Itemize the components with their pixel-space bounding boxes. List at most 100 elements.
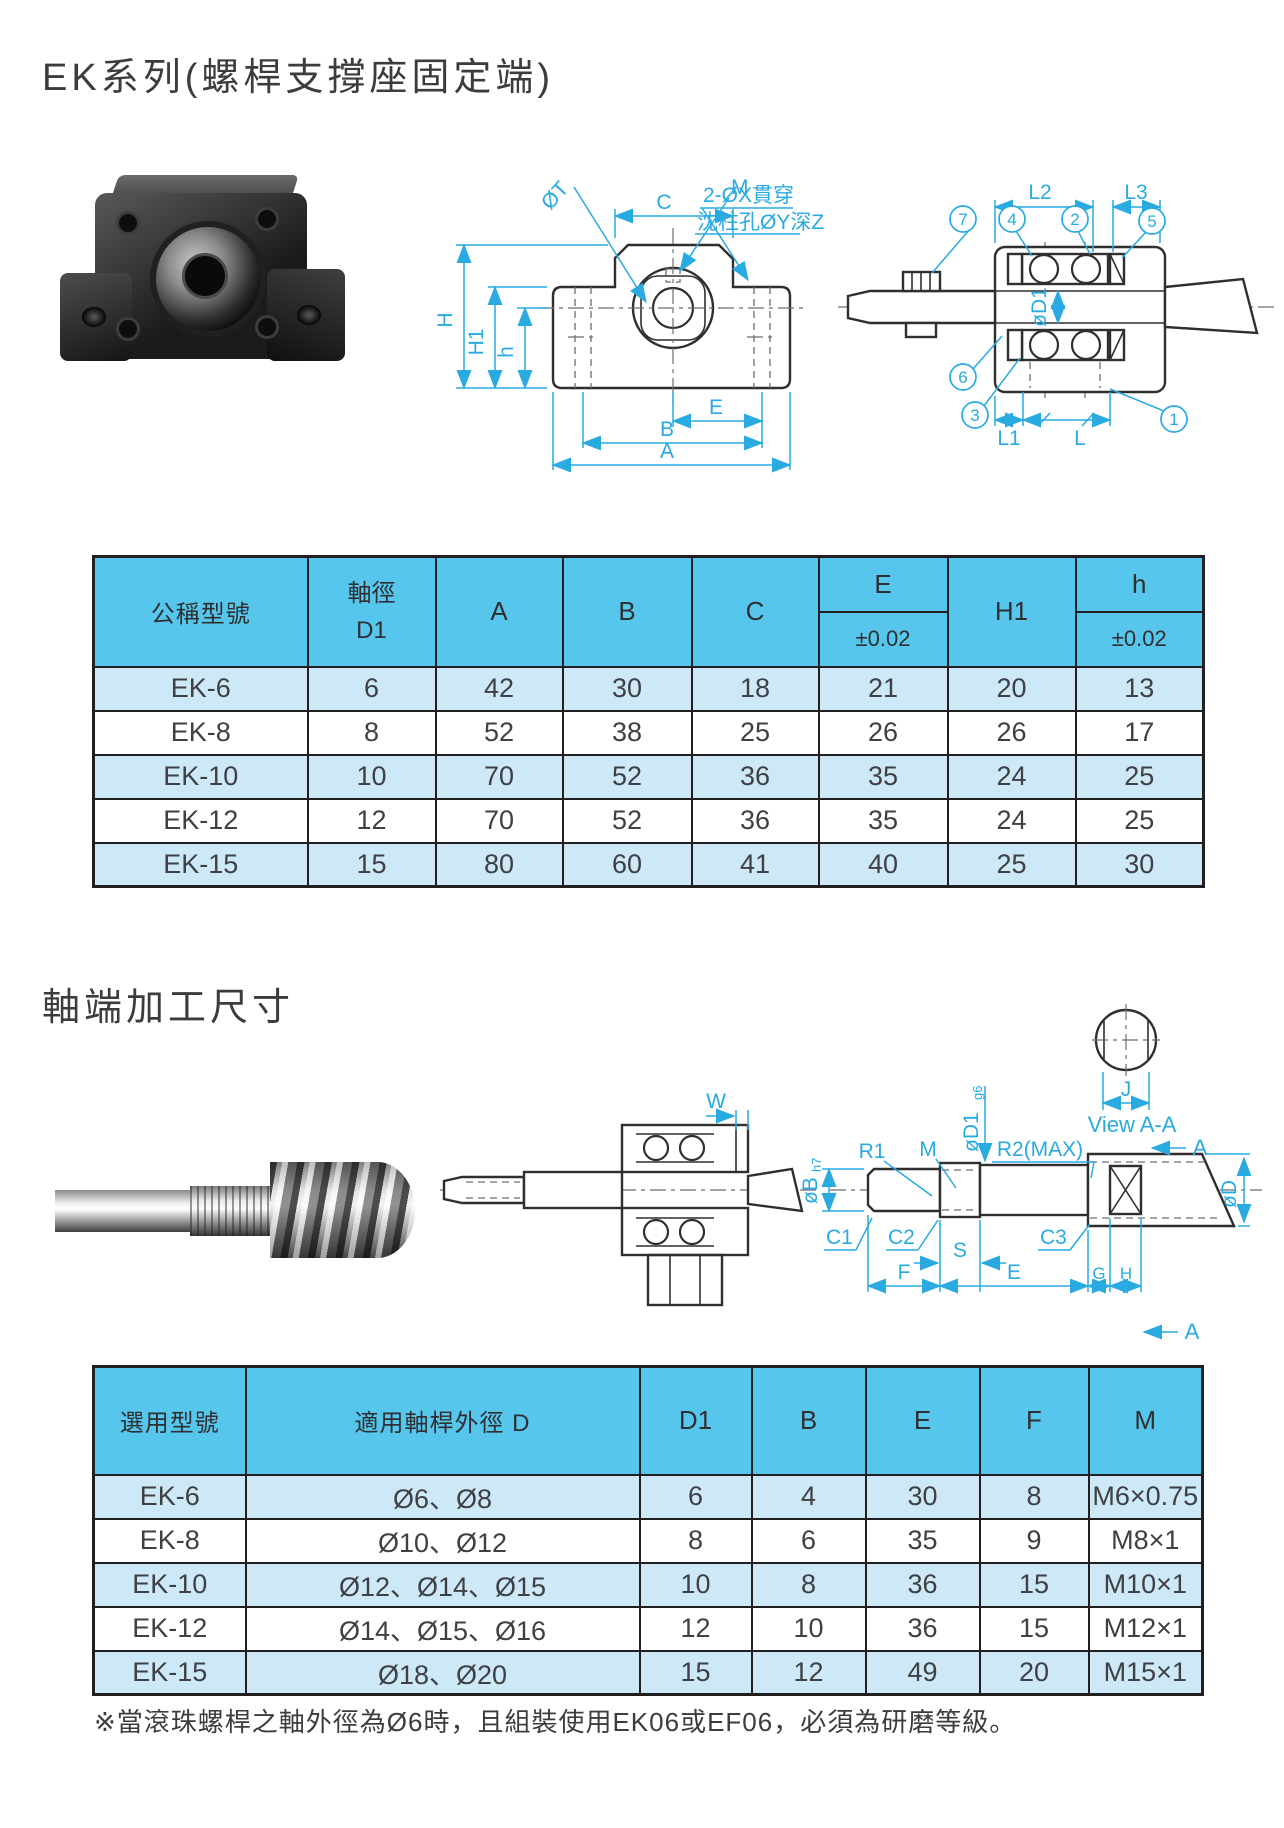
t1-cell: 52 [561,753,693,800]
t2-header-shaft-od: 適用軸桿外徑 D [244,1365,641,1476]
dim-C1: C1 [826,1226,853,1249]
fixed-end-drawings: C M ØT H H1 h E B [434,176,1276,473]
dim-L2: L2 [1028,181,1051,204]
fixed-end-dimension-table: 公稱型號 軸徑 D1 A B C E H1 h ±0.02 ±0.02 EK-6… [92,555,1205,888]
t1-cell: 24 [946,753,1077,800]
t2-cell: 15 [638,1649,753,1696]
screw-hole [255,315,279,339]
bearing-ball [1028,329,1060,361]
section-M-thread [938,1161,982,1219]
screw-hole [116,317,140,341]
t1-cell: 8 [306,709,437,756]
dim-C3: C3 [1040,1226,1067,1249]
t2-cell: 6 [638,1473,753,1520]
t2-cell: 15 [978,1605,1090,1652]
dim-D1-dia: øD1 [960,1112,983,1152]
flange-section [646,1253,724,1307]
dim-H1: H1 [465,329,488,356]
dim-C2: C2 [888,1226,915,1249]
t2-cell: 9 [978,1517,1090,1564]
t1-cell: 10 [306,753,437,800]
t1-cell: 60 [561,841,693,888]
t1-header-h: h [1074,555,1205,613]
t2-cell: M10×1 [1087,1561,1204,1608]
t2-cell: Ø6、Ø8 [244,1473,641,1520]
t2-cell: Ø18、Ø20 [244,1649,641,1696]
dim-H: H [1120,1264,1132,1283]
t2-cell: 4 [750,1473,867,1520]
t1-cell: 25 [690,709,820,756]
t2-cell: 8 [978,1473,1090,1520]
assembly-section-drawing: W [440,1090,820,1307]
t1-cell: 12 [306,797,437,844]
t2-cell: EK-6 [92,1473,247,1520]
dim-D1: øD1 [1028,287,1051,327]
t2-header-F: F [978,1365,1090,1476]
t1-cell: 30 [1074,841,1205,888]
bearing-ball [678,1134,706,1162]
screw-hole [116,211,140,235]
dim-M: M [919,1138,937,1161]
t2-cell: EK-8 [92,1517,247,1564]
t1-header-E: E [817,555,949,613]
svg-text:3: 3 [970,406,979,425]
view-aa-label: View A-A [1088,1112,1177,1137]
t1-cell: 35 [817,753,949,800]
t1-header-model: 公稱型號 [92,555,309,668]
callout-7: 7 [931,205,977,274]
t1-cell: 41 [690,841,820,888]
t1-cell: 26 [817,709,949,756]
dim-B: B [660,418,674,441]
callout-6: 6 [949,335,1003,391]
t2-cell: 8 [750,1561,867,1608]
t1-cell: EK-6 [92,665,309,712]
t1-cell: 18 [690,665,820,712]
t2-cell: M6×0.75 [1087,1473,1204,1520]
bearing-ball [1070,329,1102,361]
t2-cell: Ø12、Ø14、Ø15 [244,1561,641,1608]
dim-R2: R2(MAX) [997,1138,1083,1161]
t1-header-B: B [561,555,693,668]
t2-header-M: M [1087,1365,1204,1476]
t1-cell: 80 [434,841,564,888]
t2-cell: 36 [864,1605,981,1652]
t1-cell: 52 [561,797,693,844]
t1-cell: 38 [561,709,693,756]
t2-cell: 20 [978,1649,1090,1696]
dim-L: L [1074,427,1086,450]
t1-cell: 52 [434,709,564,756]
front-view-drawing: C M ØT H H1 h E B [434,176,824,473]
bearing-ball [642,1134,670,1162]
hole-note-line2: 沈柱孔ØY深Z [697,211,824,234]
shaft [522,1170,624,1210]
t2-cell: EK-12 [92,1605,247,1652]
t2-cell: Ø14、Ø15、Ø16 [244,1605,641,1652]
t1-header-E-tol: ±0.02 [817,610,949,668]
svg-text:6: 6 [958,368,967,387]
shaft-thread-section [190,1186,270,1236]
t2-cell: Ø10、Ø12 [244,1517,641,1564]
t1-cell: 30 [561,665,693,712]
dim-L1: L1 [997,427,1020,450]
dim-D-dia: øD [1218,1180,1241,1208]
t1-cell: EK-8 [92,709,309,756]
dim-S: S [953,1239,967,1262]
dim-L3: L3 [1124,181,1147,204]
svg-text:4: 4 [1007,210,1016,229]
t2-cell: M8×1 [1087,1517,1204,1564]
shaft-end-drawings: W J View A-A [440,1004,1262,1344]
svg-text:1: 1 [1169,410,1178,429]
t1-cell: 36 [690,753,820,800]
t1-cell: 17 [1074,709,1205,756]
dim-J: J [1121,1078,1132,1101]
section-arrow-A-bottom: A [1185,1319,1200,1344]
svg-text:2: 2 [1070,210,1079,229]
